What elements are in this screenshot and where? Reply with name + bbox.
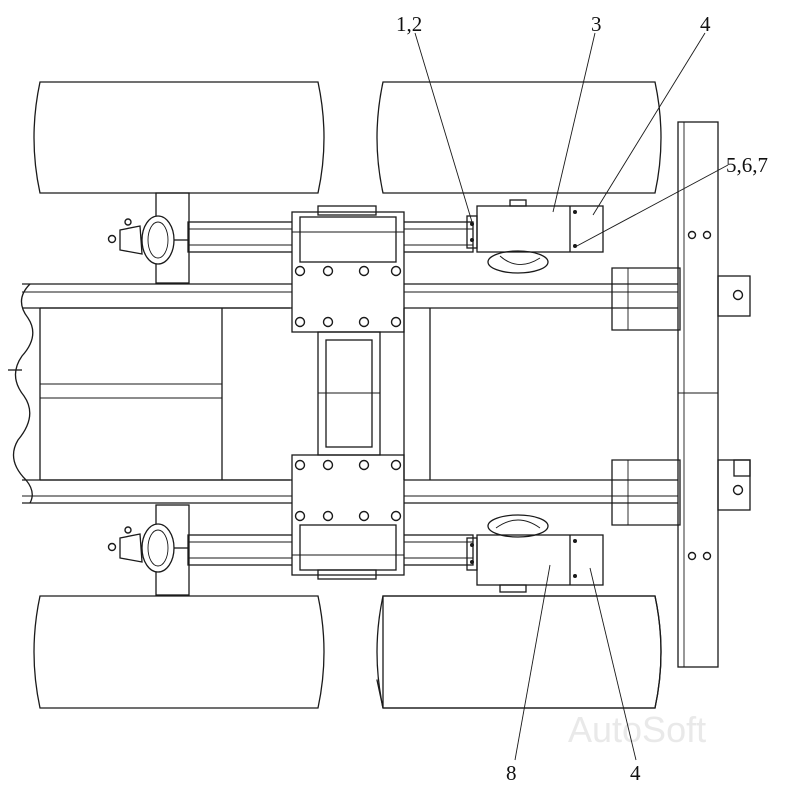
brake-chamber-bottom-left bbox=[107, 504, 190, 596]
suspension-block-top bbox=[291, 205, 405, 333]
label-1-2: 1,2 bbox=[396, 12, 422, 36]
sensor-box-top bbox=[466, 199, 604, 274]
watermark: AutoSoft bbox=[568, 709, 706, 750]
wheel-top-right bbox=[376, 81, 662, 194]
label-5-6-7: 5,6,7 bbox=[726, 153, 768, 177]
brake-chamber-top-left bbox=[107, 192, 190, 284]
center-crossmember bbox=[317, 308, 431, 480]
label-8: 8 bbox=[506, 761, 517, 785]
tow-brackets bbox=[611, 267, 751, 526]
suspension-bolts bbox=[294, 265, 402, 522]
leader-lines bbox=[414, 32, 729, 761]
label-4-bottom: 4 bbox=[630, 761, 641, 785]
wheel-bottom-left bbox=[33, 595, 325, 709]
suspension-block-bottom bbox=[291, 454, 405, 580]
label-3: 3 bbox=[591, 12, 602, 36]
label-4-top: 4 bbox=[700, 12, 711, 36]
wheel-bottom-right bbox=[376, 595, 662, 709]
rear-crossbeam bbox=[677, 121, 719, 668]
wheel-top-left bbox=[33, 81, 325, 194]
sensor-box-bottom bbox=[466, 514, 604, 593]
frame-break bbox=[8, 283, 290, 504]
